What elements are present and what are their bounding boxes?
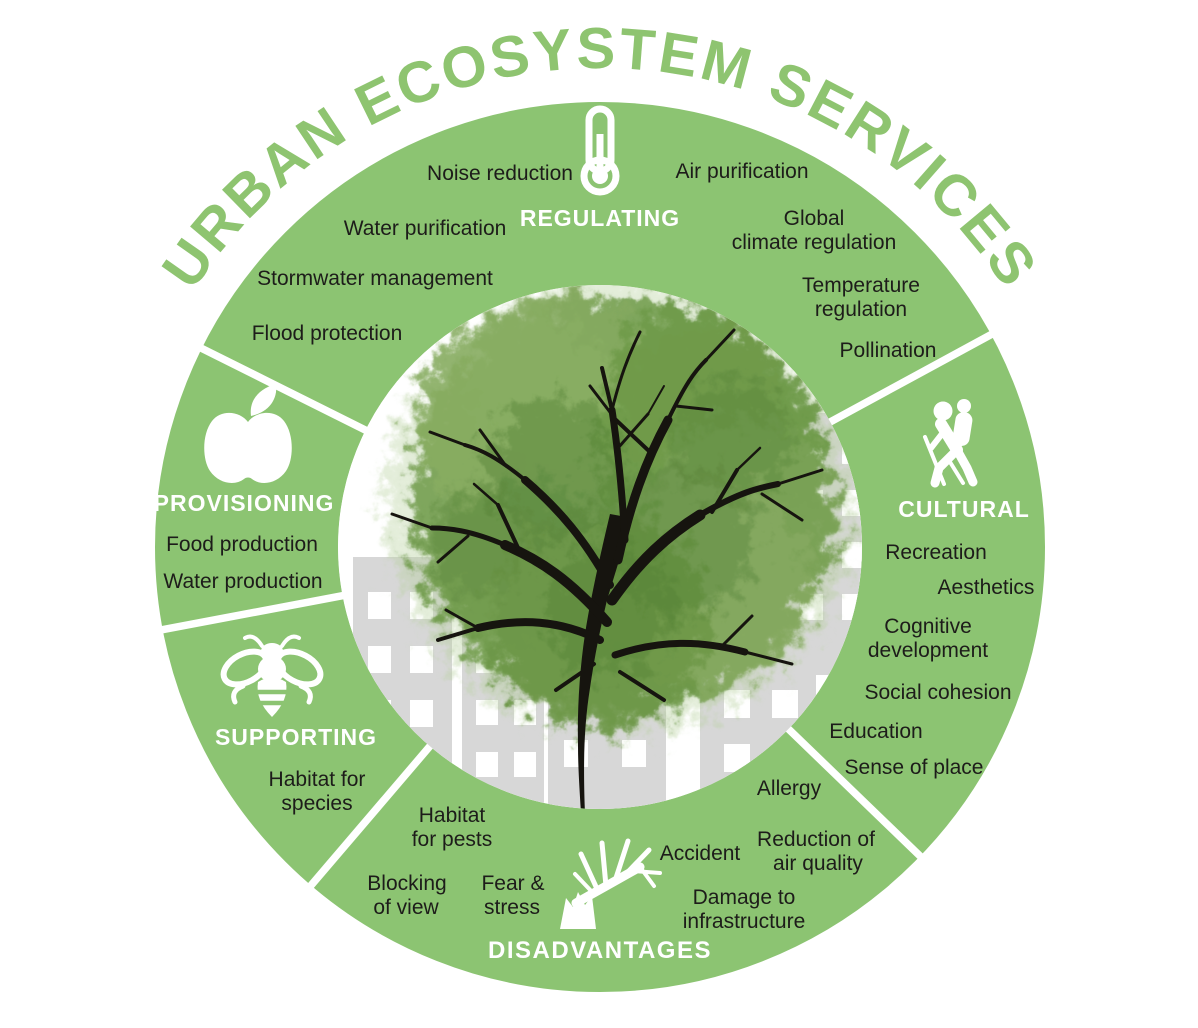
label-cognitive-development: Cognitive bbox=[884, 615, 972, 638]
label-global-climate-regulation: Global bbox=[784, 207, 845, 230]
tree-illustration bbox=[390, 328, 824, 809]
label-aesthetics: Aesthetics bbox=[938, 576, 1035, 599]
sector-dividers bbox=[157, 328, 998, 892]
label-habitat-for-species: species bbox=[281, 792, 352, 815]
section-regulating: REGULATING Noise reduction Air purificat… bbox=[252, 105, 937, 362]
section-label-supporting: SUPPORTING bbox=[215, 724, 377, 750]
label-social-cohesion: Social cohesion bbox=[864, 681, 1011, 704]
label-damage-to-infrastructure: Damage to bbox=[693, 886, 796, 909]
label-noise-reduction: Noise reduction bbox=[427, 162, 573, 185]
divider-supporting-disadvantages bbox=[304, 736, 440, 892]
section-disadvantages: DISADVANTAGES Habitat for pests Blocking… bbox=[367, 777, 875, 964]
section-provisioning: PROVISIONING Food production Water produ… bbox=[154, 384, 335, 593]
label-pollination: Pollination bbox=[840, 339, 937, 362]
label-sense-of-place: Sense of place bbox=[845, 756, 984, 779]
divider-regulating-provisioning bbox=[195, 342, 377, 438]
label-habitat-for-species: Habitat for bbox=[269, 768, 366, 791]
fallen-tree-icon bbox=[560, 838, 662, 929]
section-label-provisioning: PROVISIONING bbox=[154, 490, 335, 516]
section-cultural: CULTURAL Recreation Aesthetics Cognitive… bbox=[829, 399, 1034, 779]
label-damage-to-infrastructure: infrastructure bbox=[683, 910, 806, 933]
section-label-disadvantages: DISADVANTAGES bbox=[488, 937, 712, 964]
apple-icon bbox=[204, 384, 292, 483]
label-fear-and-stress: stress bbox=[484, 896, 540, 919]
label-recreation: Recreation bbox=[885, 541, 987, 564]
label-water-production: Water production bbox=[163, 570, 322, 593]
section-supporting: SUPPORTING Habitat for species bbox=[215, 634, 377, 815]
divider-cultural-regulating bbox=[819, 328, 998, 430]
label-reduction-of-air-quality: Reduction of bbox=[757, 828, 875, 851]
label-reduction-of-air-quality: air quality bbox=[773, 852, 863, 875]
divider-provisioning-supporting bbox=[157, 590, 354, 635]
label-temperature-regulation: regulation bbox=[815, 298, 907, 321]
label-temperature-regulation: Temperature bbox=[802, 274, 920, 297]
thermometer-icon bbox=[580, 105, 620, 196]
label-global-climate-regulation: climate regulation bbox=[732, 231, 897, 254]
label-fear-and-stress: Fear & bbox=[481, 872, 544, 895]
label-accident: Accident bbox=[660, 842, 741, 865]
label-food-production: Food production bbox=[166, 533, 318, 556]
label-cognitive-development: development bbox=[868, 639, 988, 662]
label-education: Education bbox=[829, 720, 922, 743]
label-blocking-of-view: of view bbox=[373, 896, 439, 919]
label-flood-protection: Flood protection bbox=[252, 322, 403, 345]
hiker-icon bbox=[923, 399, 978, 488]
label-habitat-for-pests: Habitat bbox=[419, 804, 486, 827]
section-label-regulating: REGULATING bbox=[520, 205, 680, 231]
label-stormwater-management: Stormwater management bbox=[257, 267, 493, 290]
label-habitat-for-pests: for pests bbox=[412, 828, 493, 851]
label-air-purification: Air purification bbox=[675, 160, 808, 183]
label-water-purification: Water purification bbox=[344, 217, 507, 240]
label-blocking-of-view: Blocking bbox=[367, 872, 446, 895]
section-label-cultural: CULTURAL bbox=[898, 496, 1030, 522]
divider-disadvantages-cultural bbox=[778, 719, 927, 863]
label-allergy: Allergy bbox=[757, 777, 822, 800]
bee-icon bbox=[220, 634, 324, 717]
